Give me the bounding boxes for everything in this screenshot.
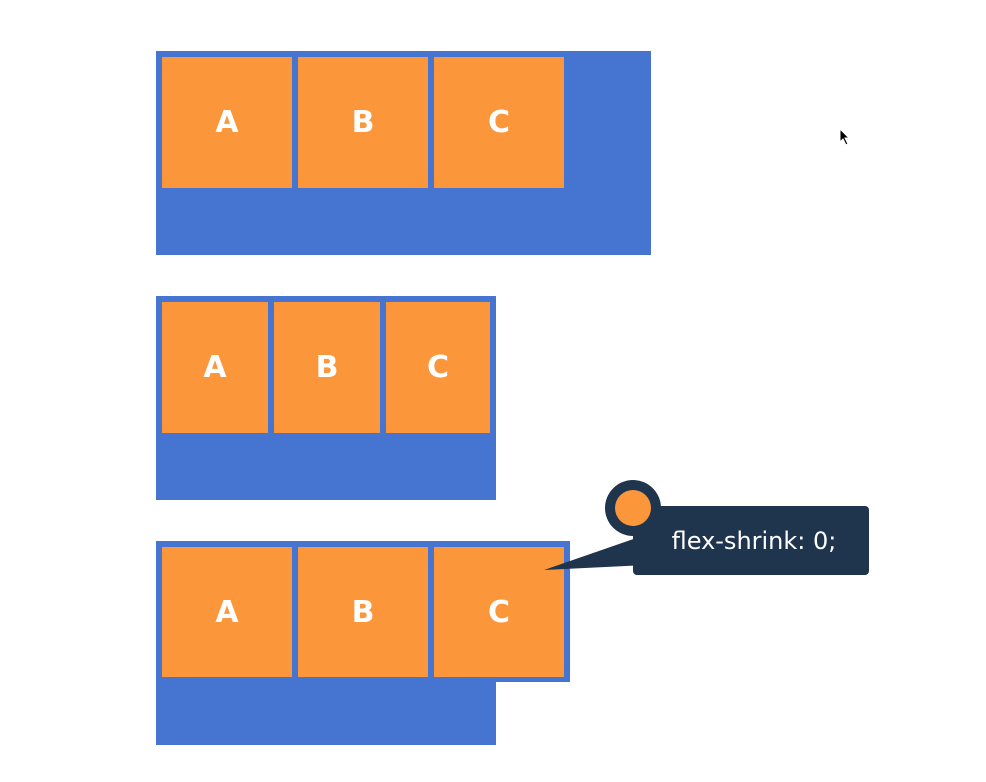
flex-item-a: A: [162, 57, 292, 188]
flex-item-c: C: [386, 302, 490, 433]
flex-item-b: B: [298, 547, 428, 677]
flex-item-c: C: [434, 57, 564, 188]
flex-item-a: A: [162, 302, 268, 433]
flex-item-a: A: [162, 547, 292, 677]
mouse-pointer-icon: [839, 128, 851, 146]
callout-dot-inner: [615, 490, 651, 526]
flex-item-c: C: [434, 547, 564, 677]
flex-item-b: B: [274, 302, 380, 433]
flex-item-b: B: [298, 57, 428, 188]
callout-pointer: [544, 535, 645, 570]
callout-dot-icon: [605, 480, 661, 536]
callout-label: flex-shrink: 0;: [633, 506, 869, 575]
